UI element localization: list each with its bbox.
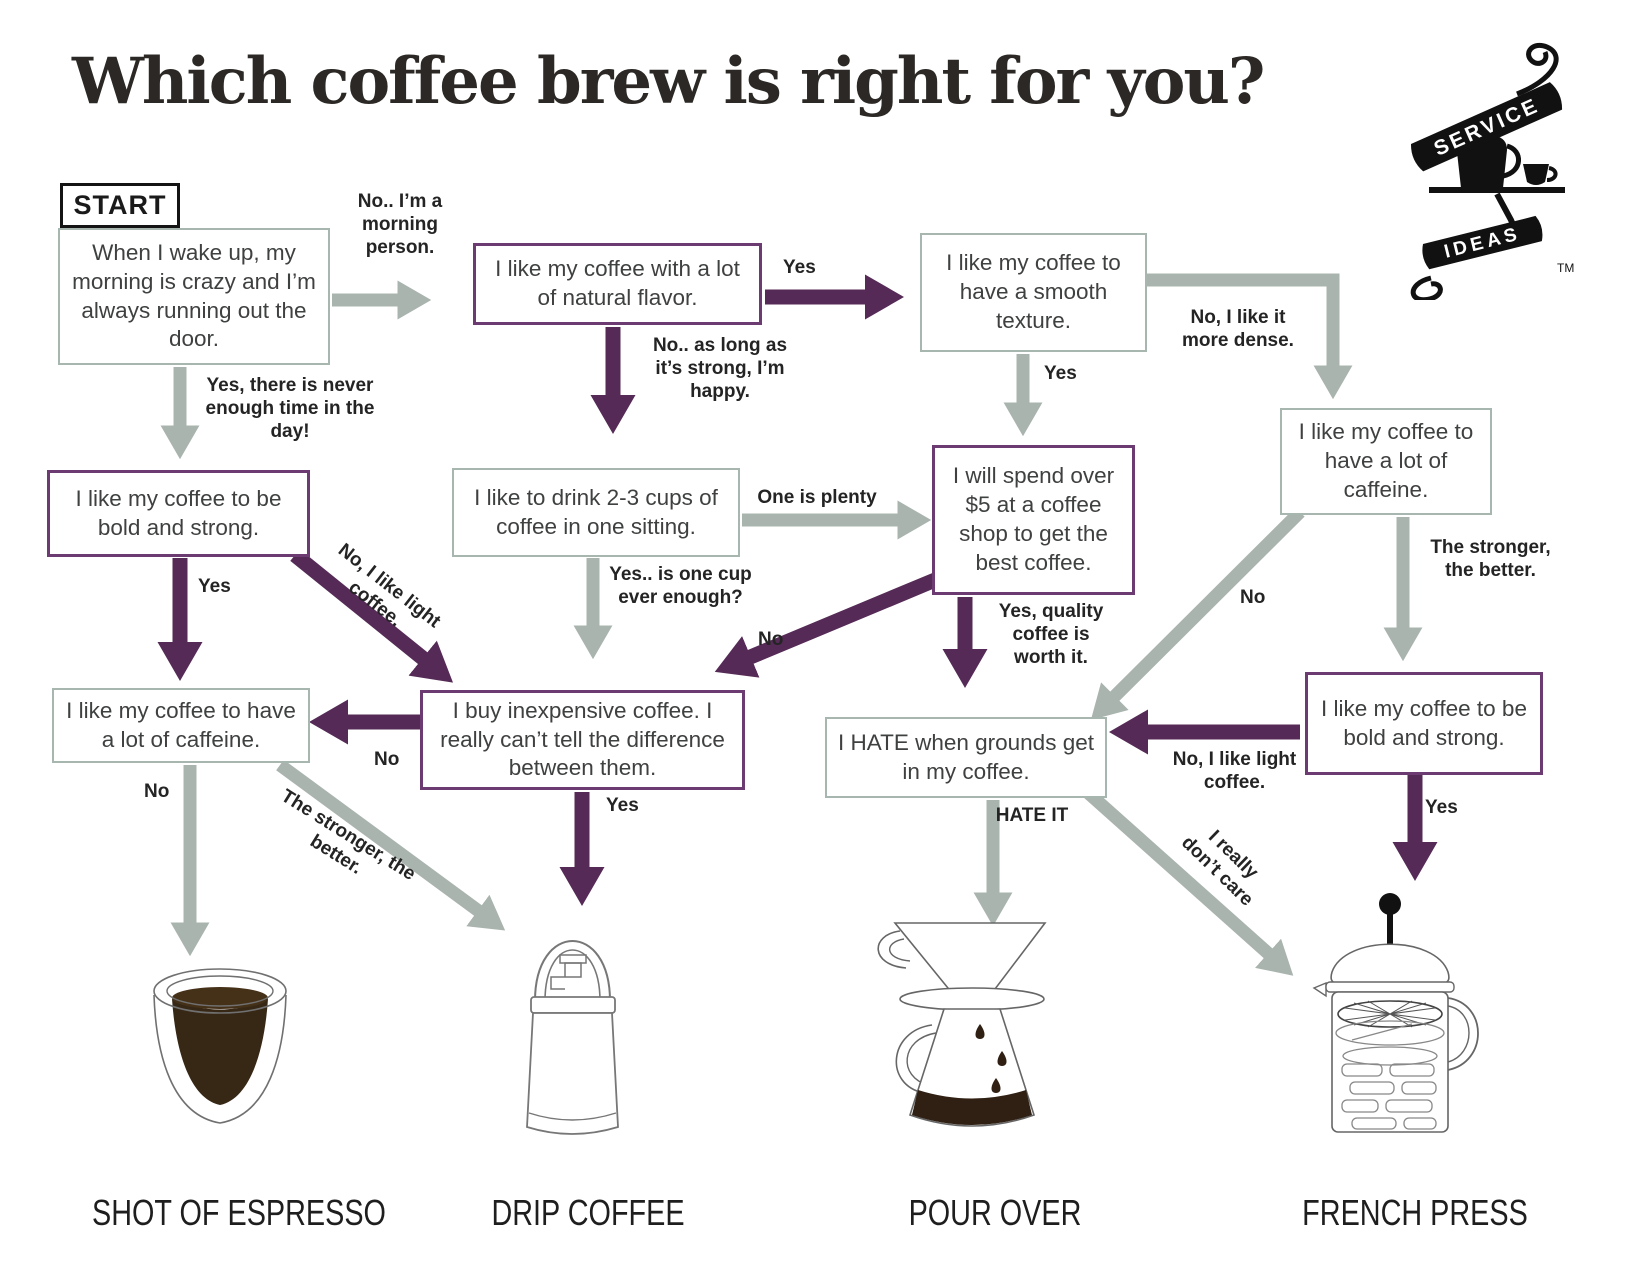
edge-no-spend: No (758, 629, 784, 650)
edge-yes-smooth: Yes (1044, 363, 1077, 384)
logo-top-swirl (1516, 43, 1559, 97)
edge-yes-quality: Yes, quality coffee is worth it. (998, 601, 1104, 669)
edge-no-caffeine-right: No (1240, 587, 1266, 608)
edge-hate-it: HATE IT (995, 805, 1069, 826)
node-natural-flavor: I like my coffee with a lot of natural f… (473, 243, 762, 325)
edge-no-morning: No.. I’m a morning person. (357, 191, 443, 259)
node-two-three-cups: I like to drink 2-3 cups of coffee in on… (452, 468, 740, 557)
edge-no-strong-happy: No.. as long as it’s strong, I’m happy. (652, 335, 788, 403)
page-title: Which coffee brew is right for you? (72, 44, 1265, 119)
edge-one-is-plenty: One is plenty (757, 487, 877, 508)
edge-yes-flavor: Yes (783, 257, 816, 278)
edge-no-caffeine-left: No (144, 781, 170, 802)
edge-yes-bold-left: Yes (198, 576, 231, 597)
espresso-image (150, 965, 290, 1135)
edge-yes-inexpensive: Yes (606, 795, 639, 816)
pour-over-image (860, 915, 1080, 1140)
edge-no-light-left: No, I like light coffee. (334, 539, 445, 633)
edge-stronger-left: The stronger, the better. (277, 785, 420, 886)
arrow-caffeine-right-no (1090, 507, 1305, 721)
service-ideas-logo: SERVICE IDEAS TM (1395, 40, 1585, 303)
node-bold-strong-left: I like my coffee to be bold and strong. (47, 470, 310, 557)
edge-no-dense: No, I like it more dense. (1182, 307, 1294, 352)
node-bold-strong-right: I like my coffee to be bold and strong. (1305, 672, 1543, 775)
node-caffeine-left: I like my coffee to have a lot of caffei… (52, 688, 310, 763)
node-inexpensive: I buy inexpensive coffee. I really can’t… (420, 690, 745, 790)
start-label: START (60, 183, 180, 228)
edge-yes-bold-right: Yes (1425, 797, 1458, 818)
node-wake-up: When I wake up, my morning is crazy and … (58, 228, 330, 365)
edge-dont-care: I really don’t care (1177, 826, 1263, 911)
outcome-drip-coffee: DRIP COFFEE (491, 1192, 685, 1233)
node-smooth-texture: I like my coffee to have a smooth textur… (920, 233, 1147, 352)
edge-yes-no-time: Yes, there is never enough time in the d… (205, 375, 375, 443)
edge-no-light-right: No, I like light coffee. (1172, 749, 1297, 794)
drip-coffee-image (505, 905, 640, 1145)
node-spend-five: I will spend over $5 at a coffee shop to… (932, 445, 1135, 595)
french-press-image (1290, 890, 1490, 1140)
outcome-espresso: SHOT OF ESPRESSO (92, 1192, 386, 1233)
outcome-french-press: FRENCH PRESS (1302, 1192, 1528, 1233)
outcome-pour-over: POUR OVER (908, 1192, 1082, 1233)
logo-tm: TM (1557, 261, 1574, 275)
edge-no-inexpensive: No (374, 749, 400, 770)
logo-bottom-swirl (1410, 275, 1443, 303)
edge-yes-one-cup: Yes.. is one cup ever enough? (609, 564, 752, 609)
logo-cup (1523, 164, 1549, 185)
node-caffeine-right: I like my coffee to have a lot of caffei… (1280, 408, 1492, 515)
node-hate-grounds: I HATE when grounds get in my coffee. (825, 717, 1107, 798)
edge-stronger-right: The stronger, the better. (1430, 537, 1551, 582)
